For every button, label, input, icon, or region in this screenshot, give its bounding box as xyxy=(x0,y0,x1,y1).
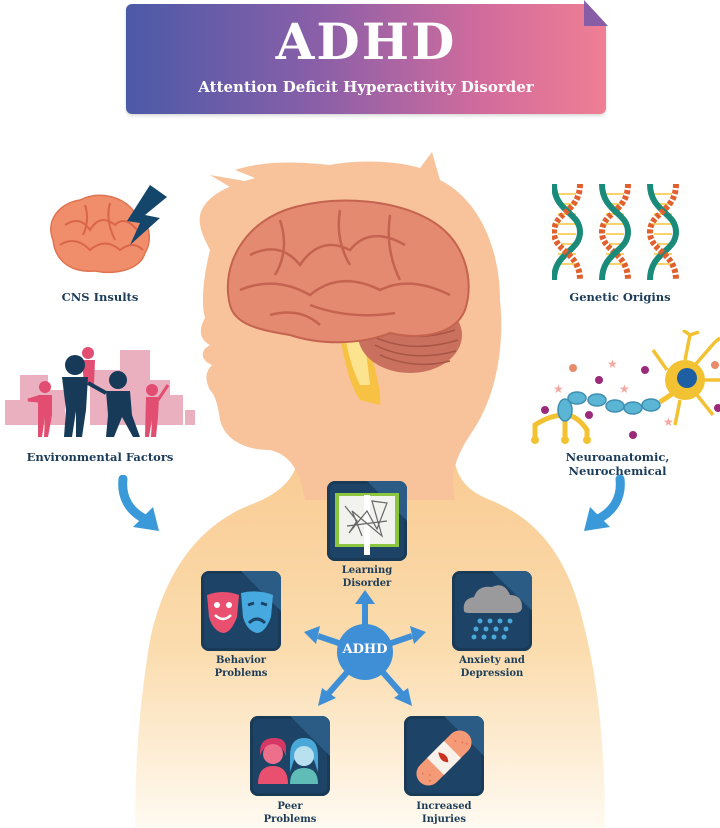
bandage-icon xyxy=(416,730,472,786)
svg-text:★: ★ xyxy=(619,382,630,396)
effect-tile-peer-problems xyxy=(250,716,330,796)
scribbled-book-icon xyxy=(335,493,399,555)
cause-label-cns-insults: CNS Insults xyxy=(61,290,139,304)
cause-label-genetic-origins: Genetic Origins xyxy=(569,290,671,304)
effect-tile-learning-disorder xyxy=(327,481,407,561)
effect-label-learning-disorder: Learning Disorder xyxy=(341,565,393,589)
effect-tile-behavior-problems xyxy=(201,571,281,651)
svg-text:★: ★ xyxy=(553,382,564,396)
arrow-down-right-icon xyxy=(118,475,159,531)
effect-label-anxiety-depression: Anxiety and Depression xyxy=(459,655,525,679)
title-banner xyxy=(126,4,606,114)
arrow-left-icon xyxy=(304,626,320,644)
cause-label-environmental-factors: Environmental Factors xyxy=(26,450,174,464)
brain-illustration xyxy=(226,199,470,405)
page-subtitle: Attention Deficit Hyperactivity Disorder xyxy=(198,78,534,96)
effect-tile-increased-injuries xyxy=(404,716,484,796)
rain-cloud-icon xyxy=(463,585,522,640)
arrow-down-left-icon xyxy=(584,475,625,531)
effect-label-behavior-problems: Behavior Problems xyxy=(214,655,268,679)
arrow-down-left-icon xyxy=(318,688,336,706)
brain-lightning-icon xyxy=(50,185,167,274)
effect-label-increased-injuries: Increased Injuries xyxy=(416,801,472,825)
cause-label-neuroanatomic-neurochemical: Neuroanatomic, Neurochemical xyxy=(565,450,670,479)
two-people-icon xyxy=(258,738,318,784)
arrow-down-right-icon xyxy=(394,688,412,706)
theater-masks-icon xyxy=(207,591,273,633)
adhd-hub-label: ADHD xyxy=(342,642,388,657)
effect-label-peer-problems: Peer Problems xyxy=(263,801,317,825)
svg-text:★: ★ xyxy=(663,415,674,429)
family-city-icon xyxy=(5,347,195,437)
neuron-icon: ★★★★ xyxy=(531,330,720,444)
arrow-right-icon xyxy=(410,626,426,644)
page-title: ADHD xyxy=(275,12,457,71)
arrow-up-icon xyxy=(355,590,375,604)
svg-text:★: ★ xyxy=(607,357,618,371)
effect-tile-anxiety-depression xyxy=(452,571,532,651)
adhd-hub-arrows xyxy=(304,590,426,706)
dna-icon xyxy=(552,183,680,281)
